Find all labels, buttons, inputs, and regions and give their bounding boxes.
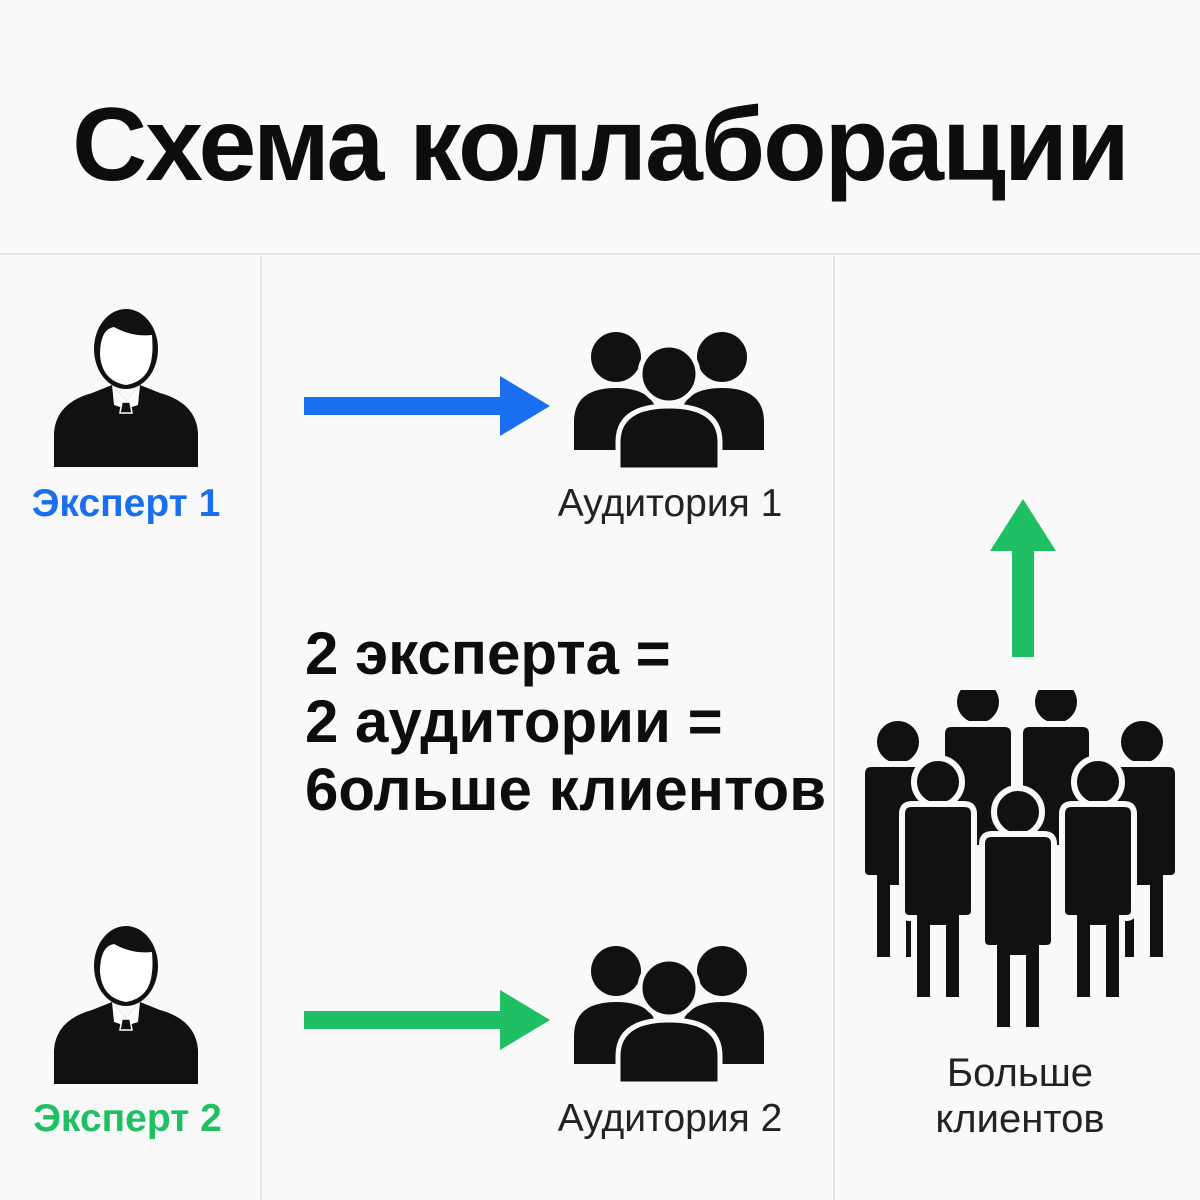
equation-text: 2 эксперта = 2 аудитории = 6ольше клиент… (305, 620, 826, 824)
expert-2-label: Эксперт 2 (33, 1097, 222, 1140)
group-icon (574, 946, 764, 1084)
arrow-up-icon (990, 499, 1056, 657)
group-icon (574, 332, 764, 470)
equation-line-1: 2 эксперта = (305, 620, 671, 687)
column-divider-right (833, 256, 835, 1200)
page-title: Схема коллаборации (72, 87, 1130, 203)
more-clients-line-2: клиентов (935, 1097, 1105, 1141)
arrow-right-icon (304, 990, 550, 1050)
header-divider (0, 253, 1200, 255)
column-divider-left (260, 256, 262, 1200)
more-clients-label: Больше клиентов (860, 1050, 1180, 1142)
equation-line-2: 2 аудитории = (305, 688, 723, 755)
crowd-icon (858, 690, 1188, 1030)
audience-2-label: Аудитория 2 (557, 1097, 783, 1140)
more-clients-line-1: Больше (946, 1051, 1094, 1095)
arrow-right-icon (304, 376, 550, 436)
businessman-icon (54, 926, 198, 1084)
equation-line-3: 6ольше клиентов (305, 756, 827, 823)
expert-1-label: Эксперт 1 (31, 482, 221, 525)
audience-1-label: Аудитория 1 (557, 482, 783, 525)
businessman-icon (54, 309, 198, 467)
